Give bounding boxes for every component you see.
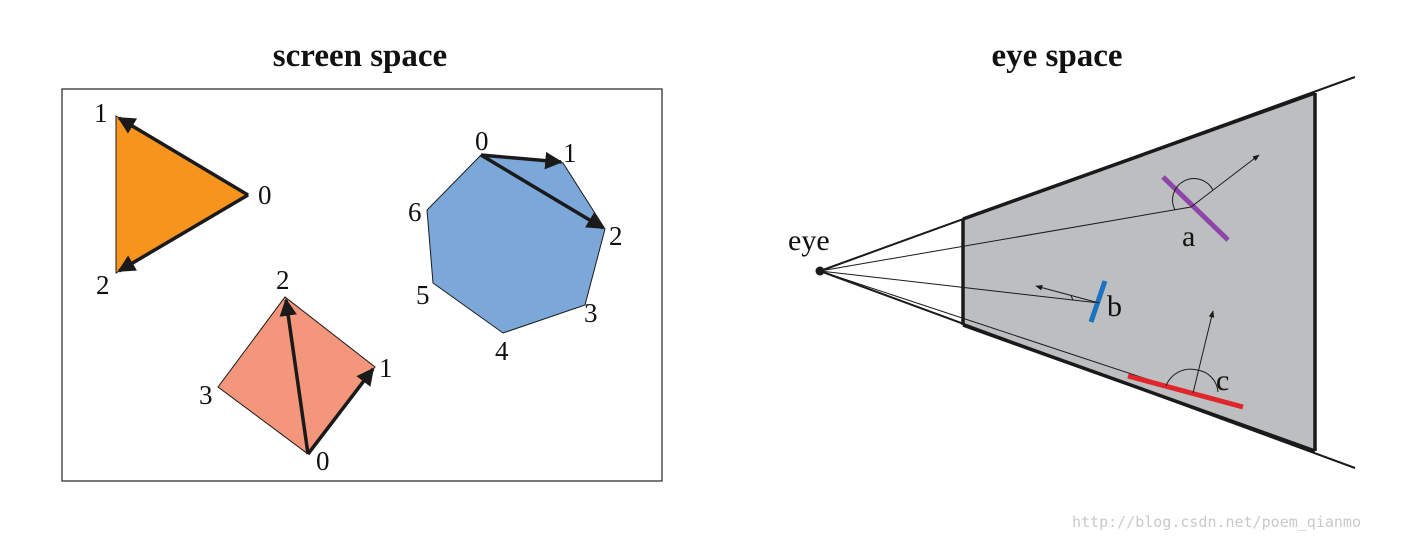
eye-space-title: eye space [991,38,1122,74]
heptagon-vertex-label-2: 2 [609,221,623,251]
surface-c-label: c [1216,364,1229,397]
quad-edge-0-1-arrow [306,367,375,456]
triangle-vertex-label-0: 0 [258,180,272,210]
triangle-shape: 0 1 2 [94,98,272,300]
surface-c: c [1127,310,1244,410]
surface-c-angle-arc [1165,368,1219,393]
heptagon-vertex-label-6: 6 [408,197,422,227]
quad-vertex-label-0: 0 [316,446,330,476]
surface-a-normal-arrow [1190,154,1260,208]
triangle-edge-0-2-arrow [117,193,249,273]
surface-b: b [1035,280,1122,323]
heptagon-shape: 0 1 2 3 4 5 6 [408,126,623,366]
view-frustum [963,93,1315,451]
eye-space-panel: eye space eye a b [788,38,1356,469]
surface-a: a [1161,154,1260,253]
triangle-edge-0-1-arrow [117,116,249,197]
view-ray-b [819,270,1100,304]
eye-point [815,266,825,276]
heptagon-vertex-label-1: 1 [563,138,577,168]
surface-a-segment [1161,175,1230,242]
surface-b-angle-arc [1070,295,1074,301]
surface-b-normal-arrow [1035,284,1100,304]
screen-frame [61,88,663,482]
eye-label: eye [788,224,830,257]
heptagon-vertex-label-5: 5 [416,280,430,310]
surface-a-angle-arc [1172,178,1214,211]
surface-a-label: a [1182,220,1195,253]
triangle-polygon [115,115,249,274]
surface-b-segment [1088,280,1108,323]
triangle-vertex-label-1: 1 [94,98,108,128]
frustum-top-edge [962,91,1316,221]
surface-c-normal-arrow [1192,310,1215,394]
quad-vertex-label-3: 3 [199,380,213,410]
triangle-vertex-label-2: 2 [96,270,110,300]
heptagon-edge-0-2-arrow [480,153,605,230]
surface-b-label: b [1107,290,1122,323]
view-ray-a [819,206,1192,272]
quad-vertex-label-1: 1 [379,353,393,383]
heptagon-edge-0-1-arrow [480,151,563,170]
watermark-text: http://blog.csdn.net/poem_qianmo [1072,513,1361,531]
view-ray-c [819,270,1181,391]
quad-edge-0-2-arrow [279,298,310,455]
surface-c-segment [1127,373,1244,410]
heptagon-vertex-label-4: 4 [495,336,509,366]
quad-shape: 0 1 2 3 [199,265,393,476]
heptagon-vertex-label-3: 3 [584,298,598,328]
screen-space-panel: screen space 0 1 2 0 1 2 3 0 1 [61,38,663,482]
quad-vertex-label-2: 2 [276,265,290,295]
screen-space-title: screen space [273,38,447,74]
frustum-bottom-edge [962,323,1316,453]
heptagon-vertex-label-0: 0 [475,126,489,156]
heptagon-polygon [426,154,606,334]
